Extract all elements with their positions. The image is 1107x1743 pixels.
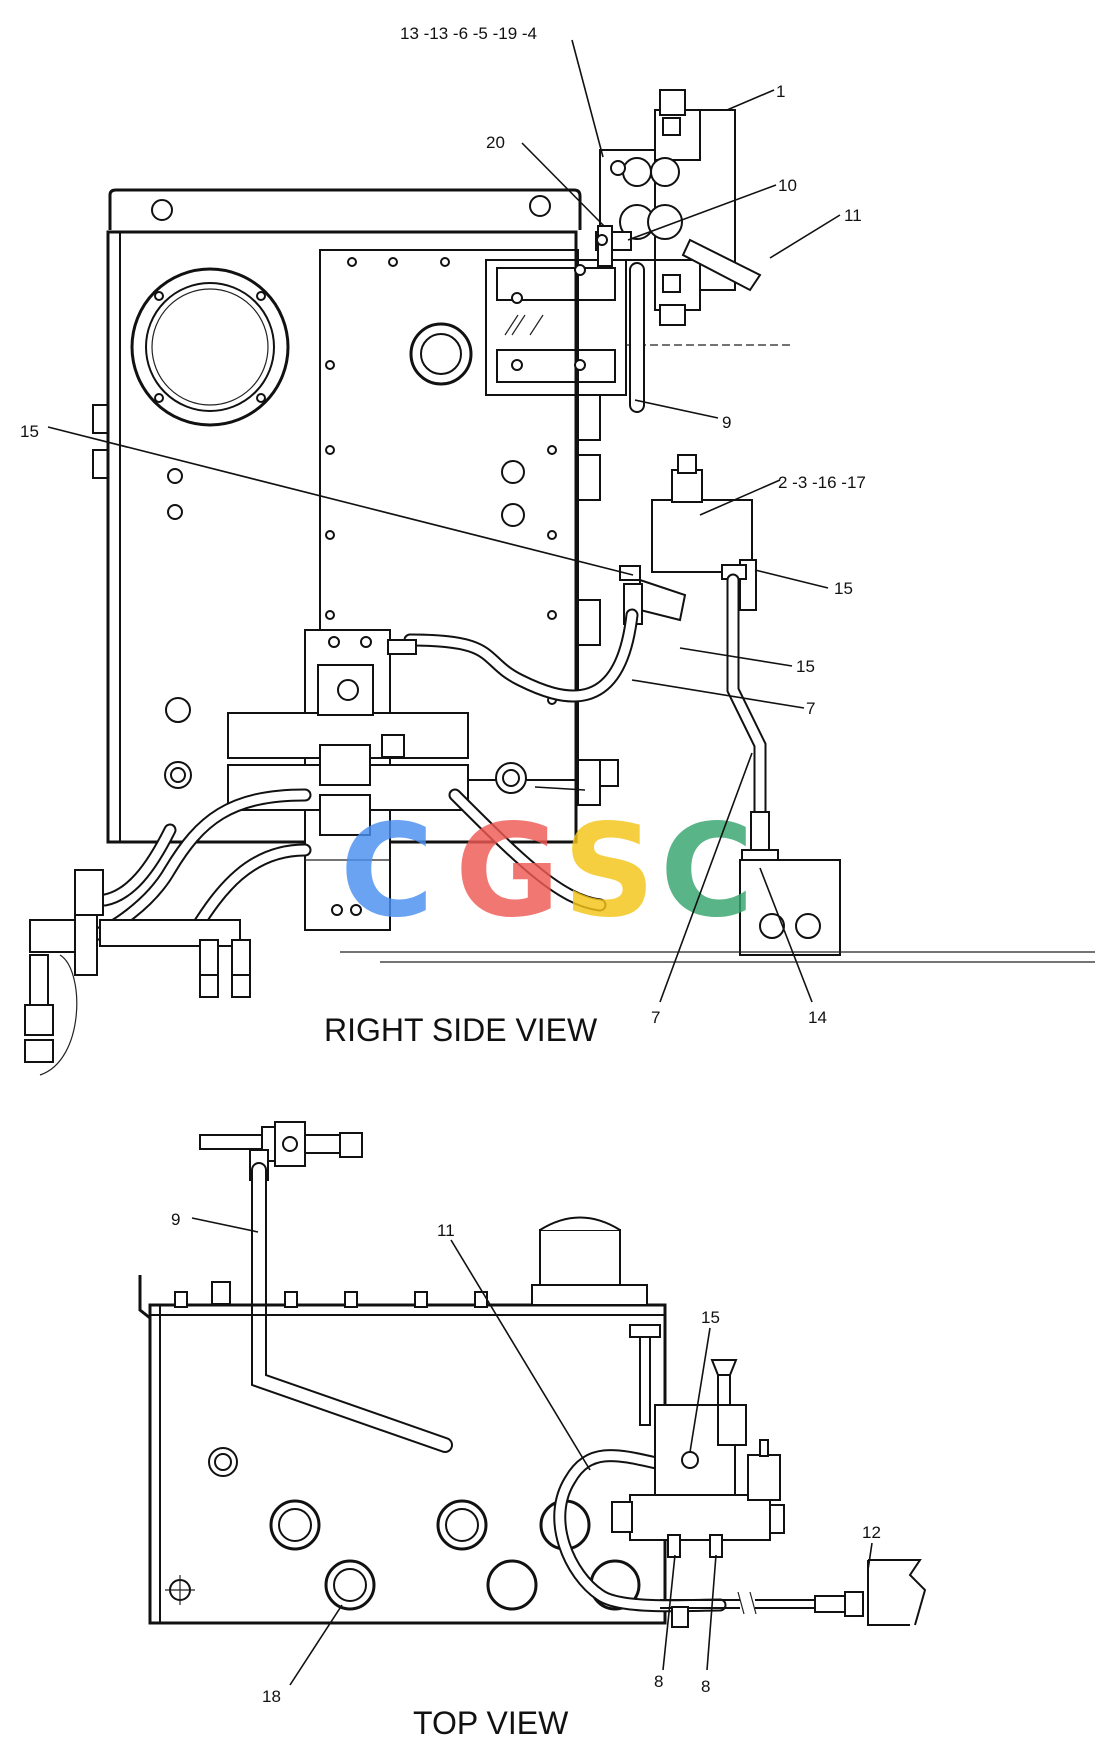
line-to-12 bbox=[660, 1559, 927, 1626]
solenoid-valve-group bbox=[595, 89, 762, 326]
callout-18: 18 bbox=[262, 1687, 281, 1706]
top-valve-block bbox=[611, 1324, 785, 1558]
right-side-view bbox=[24, 89, 1095, 1076]
callout-9: 9 bbox=[171, 1210, 180, 1229]
gauge-box bbox=[485, 259, 790, 396]
callout-8: 8 bbox=[654, 1672, 663, 1691]
callout-2-3-16-17: 2 -3 -16 -17 bbox=[778, 473, 866, 492]
right-side-callouts: 13 -13 -6 -5 -19 -4 1 20 10 11 9 15 2 -3… bbox=[20, 24, 866, 1048]
callout-13-13-6-5-19-4: 13 -13 -6 -5 -19 -4 bbox=[400, 24, 537, 43]
watermark-letter: S bbox=[563, 797, 655, 946]
watermark-letter: C bbox=[340, 797, 434, 946]
top-view-leaders bbox=[191, 1217, 873, 1686]
callout-15: 15 bbox=[834, 579, 853, 598]
port-block bbox=[739, 859, 841, 956]
callout-20: 20 bbox=[486, 133, 505, 152]
callout-9: 9 bbox=[722, 413, 731, 432]
callout-14: 14 bbox=[808, 1008, 827, 1027]
callout-11: 11 bbox=[844, 206, 862, 225]
callout-15: 15 bbox=[701, 1308, 720, 1327]
top-view bbox=[138, 1121, 927, 1628]
callout-15: 15 bbox=[20, 422, 39, 441]
tank-top bbox=[138, 1216, 667, 1625]
top-pipe-valve bbox=[199, 1121, 363, 1181]
callout-7: 7 bbox=[806, 699, 815, 718]
left-fittings bbox=[24, 869, 251, 1076]
callout-7: 7 bbox=[651, 1008, 660, 1027]
top-view-callouts: 9 11 15 12 18 8 8 TOP VIEW bbox=[171, 1210, 881, 1741]
callout-11: 11 bbox=[437, 1221, 455, 1240]
watermark-letter: G bbox=[455, 797, 560, 946]
callout-15: 15 bbox=[796, 657, 815, 676]
pressure-valve-block bbox=[619, 454, 757, 625]
valve-manifold-stack bbox=[227, 629, 469, 931]
watermark-letter: C bbox=[660, 797, 754, 946]
right-side-leaders bbox=[47, 39, 841, 1003]
callout-1: 1 bbox=[776, 82, 785, 101]
top-view-title: TOP VIEW bbox=[413, 1705, 569, 1741]
callout-10: 10 bbox=[778, 176, 797, 195]
callout-8: 8 bbox=[701, 1677, 710, 1696]
watermark: C G S C bbox=[340, 797, 754, 946]
mounting-plate bbox=[319, 249, 619, 806]
callout-12: 12 bbox=[862, 1523, 881, 1542]
right-side-view-title: RIGHT SIDE VIEW bbox=[324, 1012, 598, 1048]
